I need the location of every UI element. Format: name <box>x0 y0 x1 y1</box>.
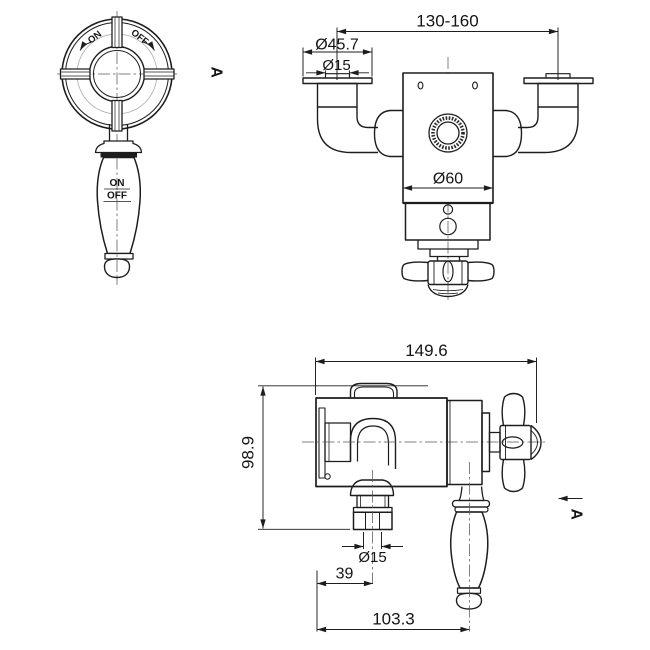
top-inlet-cap <box>349 382 398 398</box>
handle-stem <box>108 124 129 141</box>
cross-dome-side <box>530 424 542 461</box>
left-pipe-stub <box>324 73 351 78</box>
offset39-dimension-label: 39 <box>336 566 354 583</box>
right-inlet-port <box>493 109 523 158</box>
dial-cross-spokes <box>59 16 175 132</box>
spoke-top-lines <box>114 17 120 47</box>
body-dimension-label: Ø60 <box>433 171 463 188</box>
cross-hub-oval-front <box>442 260 454 283</box>
handle-front-view: ON OFF ON OFF <box>57 11 177 285</box>
span-extension-lines <box>336 27 559 80</box>
outlet-boss-outer <box>428 113 468 153</box>
cross-hub-front-lines <box>433 261 463 285</box>
handle-stem-front <box>436 256 461 261</box>
top-inlet-cap-inner <box>353 386 395 398</box>
cross-dome-front <box>427 284 469 298</box>
lower-housing <box>404 203 491 241</box>
lever-neck <box>458 486 485 502</box>
spoke-bottom-lines <box>114 101 120 131</box>
grip-on-label: ON <box>110 178 125 189</box>
handle-grip-ring <box>104 252 134 260</box>
outlet-hex-facets <box>365 512 380 530</box>
left-elbow <box>316 107 378 154</box>
lower-housing-hole-large <box>439 217 457 236</box>
wall-plate-side <box>318 407 326 479</box>
width-extension-lines <box>315 357 537 423</box>
handle-bracket <box>417 240 479 258</box>
elbow-arch-outer <box>349 417 397 469</box>
body-hole-right <box>472 81 478 90</box>
outlet-boss-bore <box>436 121 460 145</box>
spoke-right <box>143 68 175 80</box>
dial-off-label: OFF <box>129 27 151 47</box>
view-a-label-side: A <box>568 509 585 521</box>
right-wall-flange <box>523 77 594 85</box>
outlet-dia-label: Ø15 <box>358 549 386 566</box>
cross-dome-side-inner <box>530 430 538 455</box>
handle-collar <box>94 140 143 154</box>
cartridge-cylinder <box>446 399 483 486</box>
handle-grip <box>96 156 142 255</box>
cross-hub-oval-side <box>501 436 524 449</box>
view-a-label-top: A <box>208 67 225 79</box>
lower-housing-hole-small <box>442 204 454 215</box>
cross-spoke-top-side <box>501 392 526 426</box>
outlet-bell <box>349 479 395 497</box>
valve-front-view: 130-160 Ø45.7 Ø15 Ø60 <box>302 12 594 302</box>
flange-dimension-label: Ø45.7 <box>315 37 359 54</box>
cross-spoke-bottom-side <box>501 459 526 493</box>
cross-spoke-right-front <box>467 261 495 282</box>
right-pipe-stub <box>545 73 571 78</box>
spoke-left-lines <box>61 71 90 77</box>
offset103-dimension-label: 103.3 <box>372 610 415 629</box>
dial-on-arrow <box>79 41 92 51</box>
lever-grip-ring <box>456 587 482 594</box>
dial-bore-inner-circle <box>93 50 141 98</box>
width-dimension-label: 149.6 <box>405 341 448 360</box>
pipe-dimension-label: Ø15 <box>322 57 350 74</box>
span-dimension-label: 130-160 <box>416 12 478 31</box>
outlet-cylinder-lines <box>360 495 386 508</box>
left-wall-flange <box>302 77 373 85</box>
cross-dome-front-lines <box>432 289 464 295</box>
outlet-boss-knurl <box>431 116 465 150</box>
body-hole-left <box>417 81 424 90</box>
valve-side-view: 149.6 <box>239 341 585 633</box>
cross-hub-side <box>499 424 532 461</box>
spoke-right-lines <box>144 71 174 77</box>
spoke-left <box>59 68 91 80</box>
cross-spoke-left-front <box>401 261 429 282</box>
spoke-top <box>111 16 123 49</box>
lever-collar-upper <box>451 499 491 508</box>
dial-off-arrow <box>142 41 155 51</box>
elbow-arch-inner <box>356 425 390 466</box>
right-union-block <box>537 82 579 108</box>
left-union-block <box>316 82 358 108</box>
handle-band <box>100 152 137 158</box>
height-extension-lines <box>258 385 428 530</box>
left-inlet-port <box>373 109 403 158</box>
right-elbow <box>518 107 579 154</box>
lever-finial-ball <box>455 592 483 610</box>
grip-off-label: OFF <box>107 191 127 202</box>
spoke-bottom <box>111 99 123 132</box>
height-dimension-label: 98.9 <box>239 436 258 469</box>
body-side-hole <box>324 473 331 480</box>
